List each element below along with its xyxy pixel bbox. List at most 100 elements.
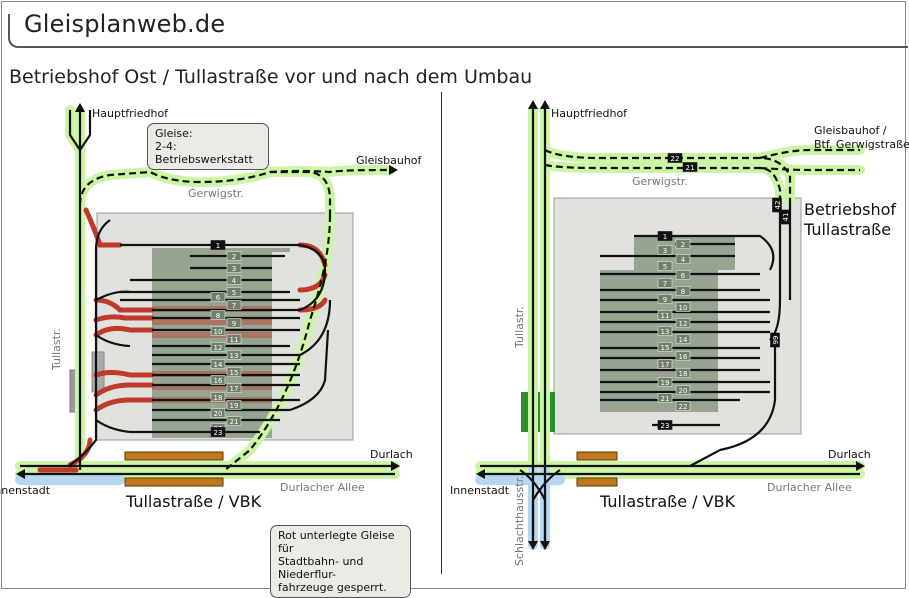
- right-label-gerwigstr: Gerwigstr.: [632, 175, 688, 188]
- track-number: 17: [661, 361, 670, 369]
- track-number-badge: 10: [675, 302, 691, 312]
- track-number-badge: 21: [226, 416, 242, 426]
- track-number: 8: [216, 312, 220, 320]
- right-arrow-innenstadt: [476, 469, 485, 479]
- track-number-badge: 16: [675, 351, 691, 361]
- track-number: 3: [663, 247, 667, 255]
- left-arrow-hauptfriedhof: [75, 103, 85, 112]
- track-number-badge: 5: [657, 261, 673, 271]
- track-number: 4: [681, 256, 686, 264]
- track-number-badge: 41: [780, 209, 790, 225]
- right-label-innenstadt: Innenstadt: [450, 484, 510, 497]
- track-number: 15: [661, 344, 670, 352]
- track-number: 14: [214, 361, 223, 369]
- track-number: 12: [679, 320, 688, 328]
- track-number: 8: [681, 288, 685, 296]
- track-number-badge: 1: [210, 240, 226, 250]
- track-number: 21: [686, 164, 695, 172]
- track-number: 5: [663, 263, 667, 271]
- left-arrow-innenstadt: [16, 469, 25, 479]
- track-number: 5: [232, 289, 236, 297]
- track-number-badge: 5: [226, 287, 242, 297]
- track-number: 10: [679, 304, 688, 312]
- right-arrow-schlachthausstr-2: [540, 541, 550, 550]
- track-number-badge: 13: [226, 350, 242, 360]
- left-label-durlacher-allee: Durlacher Allee: [280, 481, 365, 494]
- track-number: 22: [679, 403, 688, 411]
- left-label-hauptfriedhof: Hauptfriedhof: [92, 107, 169, 120]
- track-number-badge: 15: [226, 367, 242, 377]
- track-number: 21: [230, 418, 239, 426]
- right-shed: [600, 236, 735, 412]
- track-number: 23: [661, 422, 670, 430]
- page-title: Betriebshof Ost / Tullastraße vor und na…: [9, 66, 533, 88]
- track-number-badge: 23: [657, 420, 673, 430]
- track-number-badge: 12: [675, 318, 691, 328]
- left-platform-south: [124, 477, 224, 487]
- right-label-tullastr: Tullastr.: [513, 306, 526, 349]
- left-label-station: Tullastraße / VBK: [125, 492, 262, 511]
- left-arrow-gleisbauhof: [389, 165, 398, 175]
- track-number: 14: [679, 336, 688, 344]
- track-number: 7: [663, 280, 667, 288]
- right-label-schlachthausstr: Schlachthausstr.: [513, 475, 526, 566]
- left-arrow-durlach: [391, 461, 400, 471]
- track-number: 2: [681, 241, 685, 249]
- track-number-badge: 19: [226, 400, 242, 410]
- track-number-badge: 8: [210, 310, 226, 320]
- site-logo[interactable]: Gleisplanweb.de: [24, 10, 226, 38]
- track-number: 23: [214, 429, 223, 437]
- track-number: 19: [230, 402, 239, 410]
- track-number-badge: 6: [210, 292, 226, 302]
- track-number-badge: 14: [210, 359, 226, 369]
- track-number: 12: [214, 344, 223, 352]
- right-arrow-hauptfriedhof-2: [540, 100, 550, 109]
- track-number: 13: [661, 328, 670, 336]
- track-number: 6: [216, 294, 221, 302]
- left-label-innenstadt: Innenstadt: [0, 484, 51, 497]
- right-label-gleisbauhof-2: Btf. Gerwigstraße: [814, 138, 909, 151]
- track-number-badge: 4: [226, 275, 242, 285]
- track-number-badge: 20: [675, 385, 691, 395]
- track-number: 18: [214, 394, 223, 402]
- track-number: 7: [232, 302, 236, 310]
- track-number-badge: 18: [210, 392, 226, 402]
- track-number-badge: 21: [682, 162, 698, 172]
- track-number-badge: 3: [657, 245, 673, 255]
- right-arrow-durlach: [856, 461, 865, 471]
- right-panel: 1234567891011121314151617181920212223222…: [450, 100, 909, 566]
- track-number-badge: 11: [657, 310, 673, 320]
- track-number: 20: [679, 387, 688, 395]
- right-track-badges: 1234567891011121314151617181920212223222…: [657, 153, 790, 430]
- track-number: 1: [663, 233, 667, 241]
- right-platform-south: [576, 477, 618, 487]
- track-number: 99: [772, 336, 780, 345]
- track-number: 41: [782, 213, 790, 222]
- right-label-durlach: Durlach: [828, 448, 871, 461]
- track-number: 11: [230, 336, 239, 344]
- track-number: 4: [232, 277, 237, 285]
- panel-divider: [441, 92, 442, 574]
- track-number-badge: 16: [210, 375, 226, 385]
- track-number: 6: [681, 272, 686, 280]
- left-blocked-note: Rot unterlegte Gleise für Stadtbahn- und…: [270, 525, 411, 598]
- track-number-badge: 17: [226, 383, 242, 393]
- track-number: 1: [216, 242, 220, 250]
- right-platform-north: [576, 451, 618, 461]
- track-number: 42: [774, 201, 782, 210]
- track-number-badge: 15: [657, 342, 673, 352]
- track-number: 9: [232, 320, 236, 328]
- track-number-badge: 21: [657, 393, 673, 403]
- right-label-durlacher-allee: Durlacher Allee: [767, 481, 852, 494]
- right-label-station: Tullastraße / VBK: [599, 492, 736, 511]
- track-number-badge: 14: [675, 334, 691, 344]
- track-number-badge: 4: [675, 254, 691, 264]
- page-frame: [1, 1, 906, 589]
- track-number: 16: [679, 353, 688, 361]
- right-label-betriebshof-1: Betriebshof: [804, 200, 896, 219]
- left-platform-north: [124, 451, 224, 461]
- left-legend-note: Gleise: 2-4: Betriebswerkstatt: [147, 123, 269, 170]
- track-number-badge: 2: [226, 251, 242, 261]
